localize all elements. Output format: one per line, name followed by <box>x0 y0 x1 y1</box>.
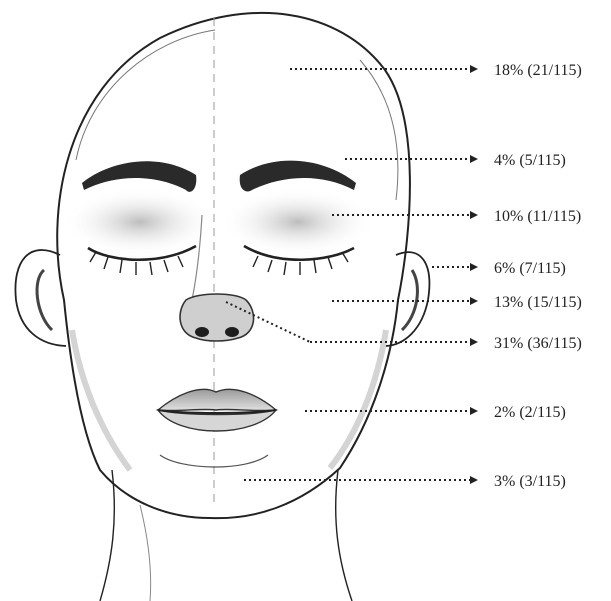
arrowhead-temple <box>470 155 478 163</box>
label-eyelid: 10% (11/115) <box>494 208 581 225</box>
label-cheek: 13% (15/115) <box>494 294 582 311</box>
label-forehead: 18% (21/115) <box>494 62 582 79</box>
label-lip: 2% (2/115) <box>494 404 566 421</box>
label-temple: 4% (5/115) <box>494 152 566 169</box>
left-nostril <box>195 327 209 337</box>
jaw-shadow-left <box>72 330 130 470</box>
annotation-arrows <box>226 65 478 484</box>
label-nose: 31% (36/115) <box>494 335 582 352</box>
arrowhead-ear <box>470 263 478 271</box>
label-chin: 3% (3/115) <box>494 473 566 490</box>
arrowhead-cheek <box>470 297 478 305</box>
neck-outline-right <box>336 470 352 601</box>
arrowhead-chin <box>470 476 478 484</box>
upper-lip <box>158 389 276 410</box>
left-ear-inner <box>37 270 52 330</box>
label-ear: 6% (7/115) <box>494 260 566 277</box>
right-eyebrow <box>240 161 356 192</box>
arrowhead-forehead <box>470 65 478 73</box>
left-eyebrow <box>82 161 196 192</box>
right-ear-inner <box>402 270 417 330</box>
neck-outline <box>100 470 114 601</box>
nose <box>180 294 254 341</box>
annotation-labels: 18% (21/115) 4% (5/115) 10% (11/115) 6% … <box>494 62 582 490</box>
right-eyelid-shade <box>220 188 376 256</box>
arrowhead-nose <box>470 338 478 346</box>
right-nostril <box>225 327 239 337</box>
arrowhead-eyelid <box>470 211 478 219</box>
jaw-shadow-right <box>330 330 386 468</box>
neck-shadow <box>140 505 151 601</box>
arrowhead-lip <box>470 407 478 415</box>
